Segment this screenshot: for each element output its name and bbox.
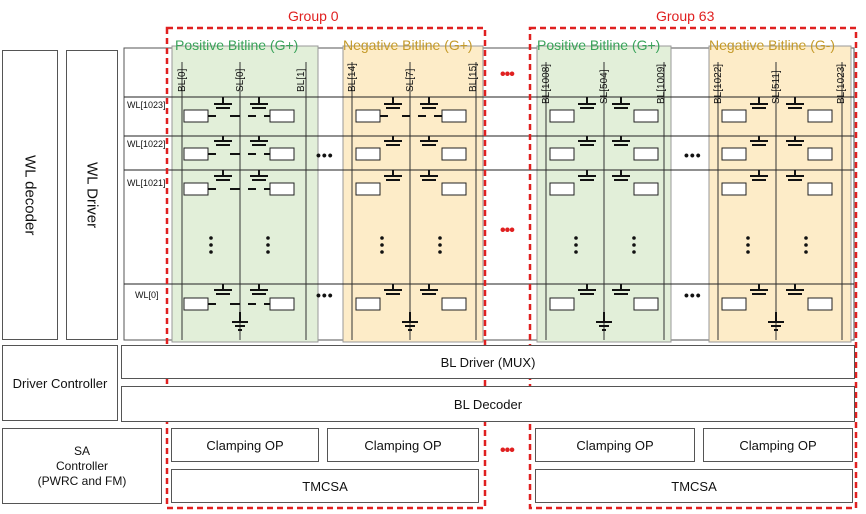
group0-title: Group 0 (288, 8, 339, 24)
tmcsa-block: TMCSA (535, 469, 853, 503)
bl-driver-label: BL Driver (MUX) (440, 354, 536, 370)
sl-label: SL[7] (405, 68, 416, 92)
clamping-op-block: Clamping OP (171, 428, 319, 462)
bl-label: BL[1008] (541, 63, 552, 104)
red-ellipsis-icon: ••• (500, 222, 515, 239)
ellipsis-icon: ••• (684, 287, 702, 303)
red-ellipsis-icon: ••• (500, 66, 515, 83)
wordline-label: WL[1022] (127, 139, 166, 149)
clamping-op-label: Clamping OP (576, 437, 654, 453)
bl-decoder-block: BL Decoder (121, 386, 855, 422)
group63-title: Group 63 (656, 8, 715, 24)
clamping-op-block: Clamping OP (703, 428, 853, 462)
group0-negative-label: Negative Bitline (G+) (343, 37, 473, 53)
bl-label: BL[15] (468, 63, 479, 92)
tmcsa-label: TMCSA (671, 478, 717, 494)
wordline-label: WL[1021] (127, 178, 166, 188)
wordline-label: WL[1023] (127, 100, 166, 110)
ellipsis-icon: ••• (684, 147, 702, 163)
wl-driver-block: WL Driver (66, 50, 118, 340)
group0-positive-label: Positive Bitline (G+) (175, 37, 299, 53)
sl-label: SL[0] (235, 68, 246, 92)
bl-label: BL[1] (296, 68, 307, 92)
tmcsa-block: TMCSA (171, 469, 479, 503)
clamping-op-label: Clamping OP (206, 437, 284, 453)
bl-decoder-label: BL Decoder (453, 396, 523, 412)
wordline-label: WL[0] (135, 290, 159, 300)
sa-controller-line2: Controller (55, 458, 109, 473)
sl-label: SL[511] (771, 70, 782, 104)
clamping-op-label: Clamping OP (364, 437, 442, 453)
wl-decoder-block: WL decoder (2, 50, 58, 340)
bl-label: BL[1009] (656, 63, 667, 104)
tmcsa-label: TMCSA (302, 478, 348, 494)
sa-controller-line3: (PWRC and FM) (37, 473, 127, 488)
driver-controller-block: Driver Controller (2, 345, 118, 421)
red-ellipsis-icon: ••• (500, 442, 515, 459)
sl-label: SL[504] (599, 69, 610, 104)
clamping-op-block: Clamping OP (535, 428, 695, 462)
group63-border (528, 26, 858, 510)
bl-label: BL[14] (347, 63, 358, 92)
group0-border (165, 26, 487, 510)
sa-controller-block: SA Controller (PWRC and FM) (2, 428, 162, 504)
ellipsis-icon: ••• (316, 147, 334, 163)
wl-driver-label: WL Driver (83, 161, 101, 229)
bl-label: BL[0] (177, 68, 188, 92)
bl-label: BL[1022] (713, 63, 724, 104)
group63-negative-label: Negative Bitline (G-) (709, 37, 836, 53)
sa-controller-line1: SA (73, 443, 90, 458)
ellipsis-icon: ••• (316, 287, 334, 303)
group63-positive-label: Positive Bitline (G+) (537, 37, 661, 53)
bl-driver-block: BL Driver (MUX) (121, 345, 855, 379)
clamping-op-label: Clamping OP (739, 437, 817, 453)
bl-label: BL[1023] (836, 63, 847, 104)
driver-controller-label: Driver Controller (12, 375, 108, 391)
wl-decoder-label: WL decoder (21, 154, 39, 236)
clamping-op-block: Clamping OP (327, 428, 479, 462)
